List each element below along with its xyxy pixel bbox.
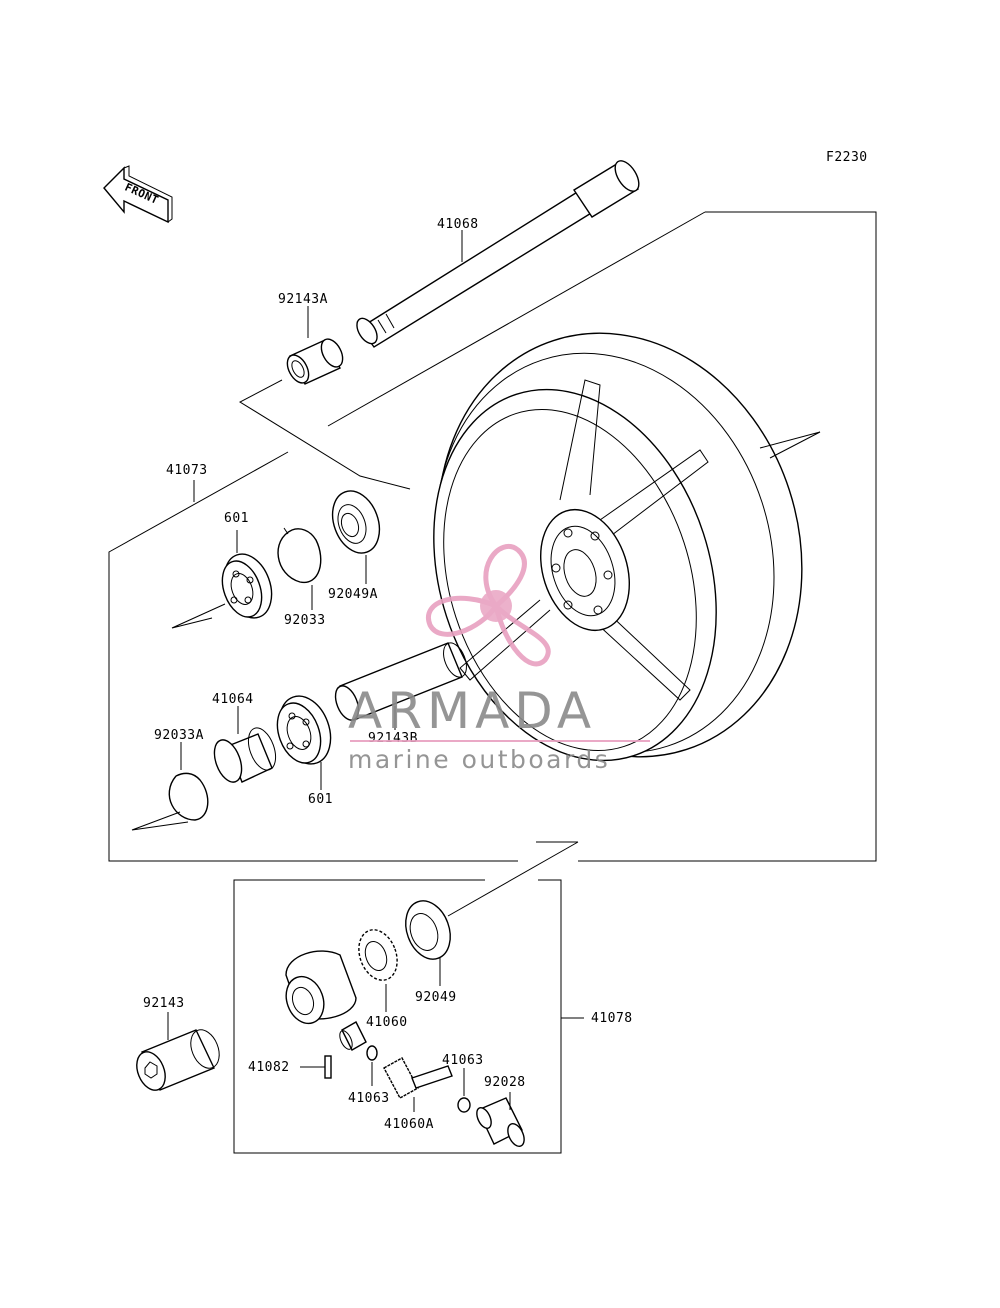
- watermark-tagline: marine outboards: [348, 745, 610, 774]
- oil-seal-92049A: [331, 490, 381, 584]
- label-41068: 41068: [437, 217, 479, 232]
- label-41060A: 41060A: [384, 1117, 434, 1132]
- label-92049: 92049: [415, 990, 457, 1005]
- pin-41082: [300, 1055, 332, 1079]
- oil-seal-92049: [405, 900, 451, 986]
- gear-housing: [285, 950, 357, 1025]
- circlip-92033A: [131, 742, 209, 831]
- label-601-bottom: 601: [308, 792, 333, 807]
- label-41073: 41073: [166, 463, 208, 478]
- label-92143A: 92143A: [278, 292, 328, 307]
- washer-41063-right: [457, 1068, 471, 1113]
- gearbox-outline: [233, 879, 562, 1154]
- bearing-601-top: [171, 530, 273, 629]
- inner-bushing: [339, 1021, 367, 1051]
- label-92049A: 92049A: [328, 587, 378, 602]
- label-41063-left: 41063: [348, 1091, 390, 1106]
- label-41064: 41064: [212, 692, 254, 707]
- label-92033: 92033: [284, 613, 326, 628]
- front-arrow-icon: FRONT: [103, 165, 173, 224]
- label-92028: 92028: [484, 1075, 526, 1090]
- gear-41060: [358, 929, 398, 1012]
- bearing-601-bottom: [276, 695, 332, 790]
- washer-41063-left: [366, 1045, 378, 1086]
- armada-watermark: ARMADA marine outboards: [348, 543, 650, 774]
- label-41082: 41082: [248, 1060, 290, 1075]
- pinion-41060A: [383, 1057, 453, 1112]
- label-601-top: 601: [224, 511, 249, 526]
- assembly-outline: [578, 211, 877, 862]
- collar-92143A: [286, 306, 344, 385]
- watermark-brand: ARMADA: [348, 682, 596, 740]
- label-92143B: 92143B: [368, 731, 418, 746]
- armada-logo-icon: [425, 543, 551, 667]
- label-92033A: 92033A: [154, 728, 204, 743]
- collar-92143B: [334, 642, 467, 730]
- label-41063-right: 41063: [442, 1053, 484, 1068]
- circlip-92033: [277, 527, 322, 610]
- bushing-92028: [476, 1092, 525, 1147]
- label-92143: 92143: [143, 996, 185, 1011]
- spacer-41064: [213, 706, 277, 783]
- label-41078: 41078: [591, 1011, 633, 1026]
- collar-92143: [136, 1012, 220, 1091]
- label-41060: 41060: [366, 1015, 408, 1030]
- front-wheel: [433, 332, 821, 762]
- figure-code: F2230: [826, 150, 868, 165]
- axle-shaft: [356, 160, 640, 348]
